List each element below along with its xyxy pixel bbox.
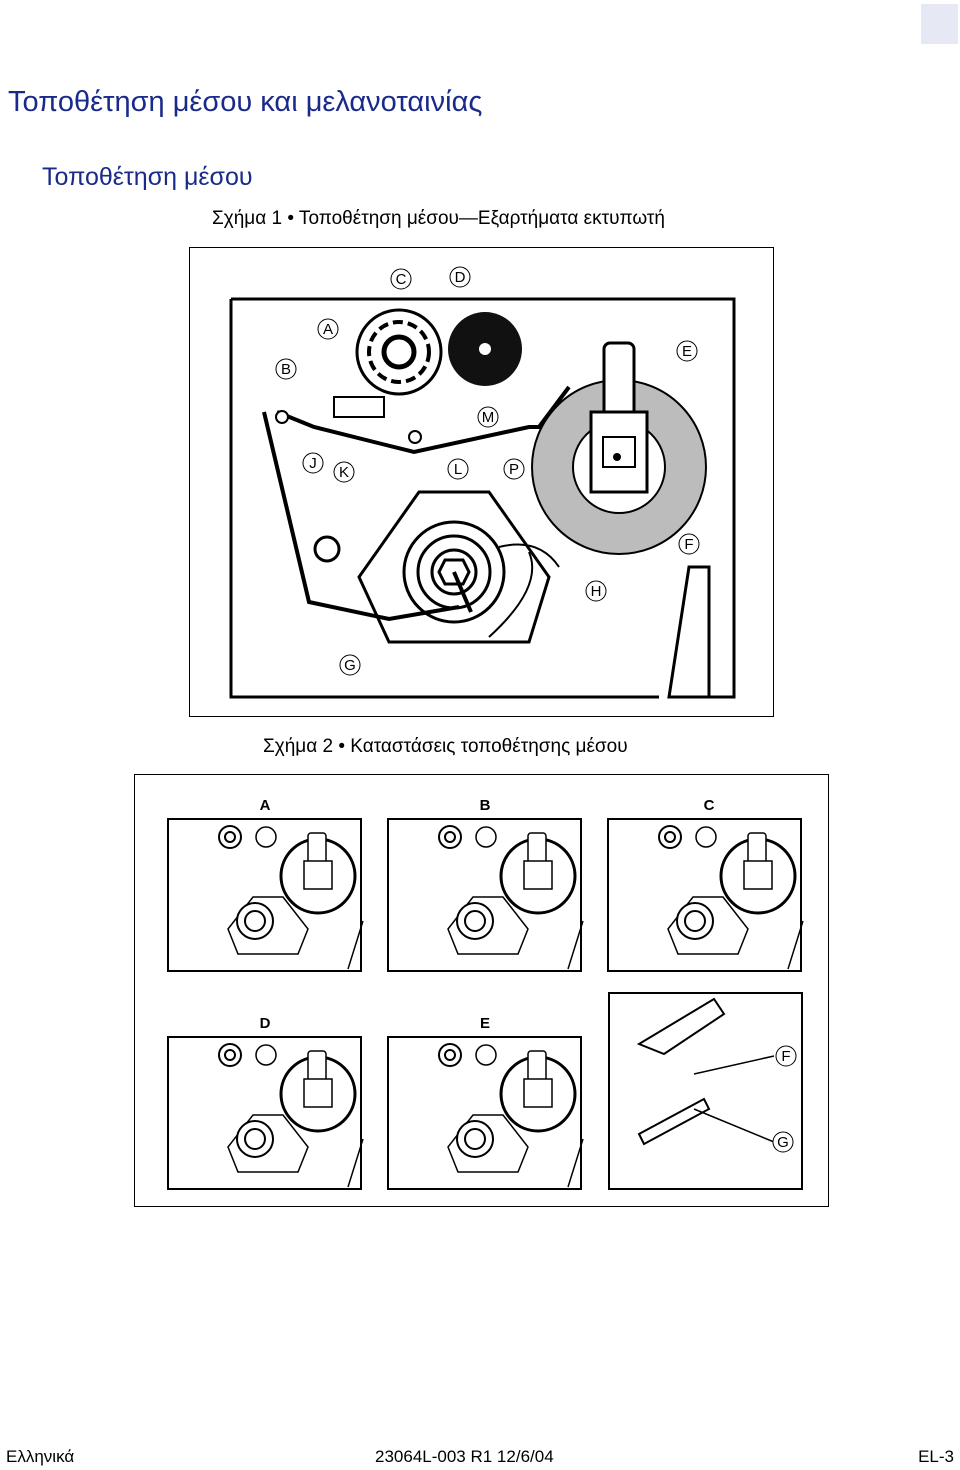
subsection-heading: Τοποθέτηση μέσου [42, 163, 253, 191]
fig2-callout-g: G [777, 1134, 789, 1151]
fig2-panel-c: C [704, 797, 715, 814]
fig2-panel-a: A [260, 797, 271, 814]
figure-1-diagram: A B C D E F G H J K L M P [189, 247, 774, 717]
fig1-label-g: G [344, 657, 356, 674]
figure-1-caption: Σχήμα 1 • Τοποθέτηση μέσου—Εξαρτήματα εκ… [212, 208, 665, 229]
fig2-panel-b: B [480, 797, 491, 814]
fig2-panel-e: E [480, 1015, 490, 1032]
fig1-label-c: C [396, 271, 407, 288]
fig1-label-l: L [454, 461, 462, 478]
fig1-label-j: J [309, 455, 317, 472]
fig2-panel-d: D [260, 1015, 271, 1032]
fig1-label-a: A [323, 321, 333, 338]
footer-doc-id: 23064L-003 R1 12/6/04 [375, 1447, 554, 1466]
fig2-callout-f: F [781, 1048, 790, 1065]
fig1-label-p: P [509, 461, 519, 478]
fig1-label-d: D [455, 269, 466, 286]
fig1-label-f: F [684, 536, 693, 553]
page-tab-marker [921, 4, 958, 44]
footer-page-number: EL-3 [918, 1447, 954, 1466]
fig1-label-m: M [482, 409, 495, 426]
fig1-label-b: B [281, 361, 291, 378]
section-heading: Τοποθέτηση μέσου και μελανοταινίας [8, 86, 483, 118]
fig1-label-e: E [682, 343, 692, 360]
figure-2-caption: Σχήμα 2 • Καταστάσεις τοποθέτησης μέσου [263, 736, 628, 757]
figure-2-diagram: A B C D E F G [134, 774, 829, 1207]
footer-language: Ελληνικά [6, 1447, 75, 1466]
fig1-label-k: K [339, 464, 349, 481]
fig1-label-h: H [591, 583, 602, 600]
